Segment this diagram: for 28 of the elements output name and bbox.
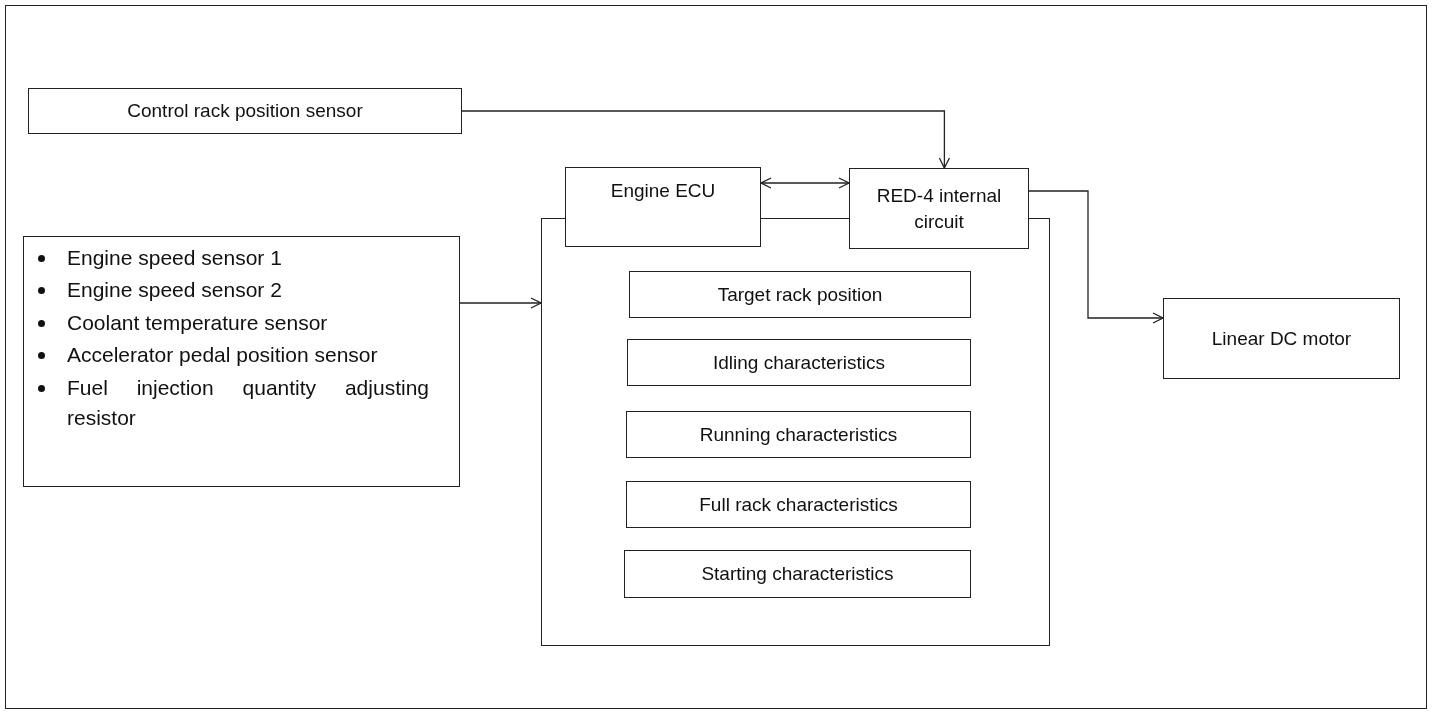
process-box [28, 88, 462, 134]
list-item: Accelerator pedal position sensor [67, 342, 378, 369]
list-item: Engine speed sensor 2 [67, 277, 282, 304]
box-label: RED-4 internal circuit [875, 183, 1003, 234]
arrow [459, 297, 542, 309]
arrow [461, 110, 951, 169]
process-box [627, 339, 971, 386]
process-box [849, 168, 1029, 249]
process-box [626, 481, 971, 528]
list-item: Coolant temperature sensor [67, 309, 328, 336]
box-label: Target rack position [717, 282, 883, 307]
sensor-list-box [23, 236, 460, 487]
process-box [1163, 298, 1400, 379]
box-label: Running characteristics [699, 422, 898, 447]
box-label: Engine ECU [610, 179, 716, 203]
box-label: Idling characteristics [712, 350, 886, 375]
process-box [629, 271, 971, 318]
process-box [624, 550, 971, 598]
process-box [565, 167, 761, 247]
list-item: Fuel injection quantity adjusting resistor [67, 374, 429, 432]
list-item: Engine speed sensor 1 [67, 245, 282, 271]
box-label: Linear DC motor [1211, 326, 1352, 351]
box-label: Starting characteristics [701, 562, 894, 587]
box-label: Full rack characteristics [699, 492, 898, 517]
box-label: Control rack position sensor [127, 99, 363, 124]
process-box [626, 411, 971, 458]
arrow [760, 177, 850, 189]
arrow [1028, 190, 1164, 324]
